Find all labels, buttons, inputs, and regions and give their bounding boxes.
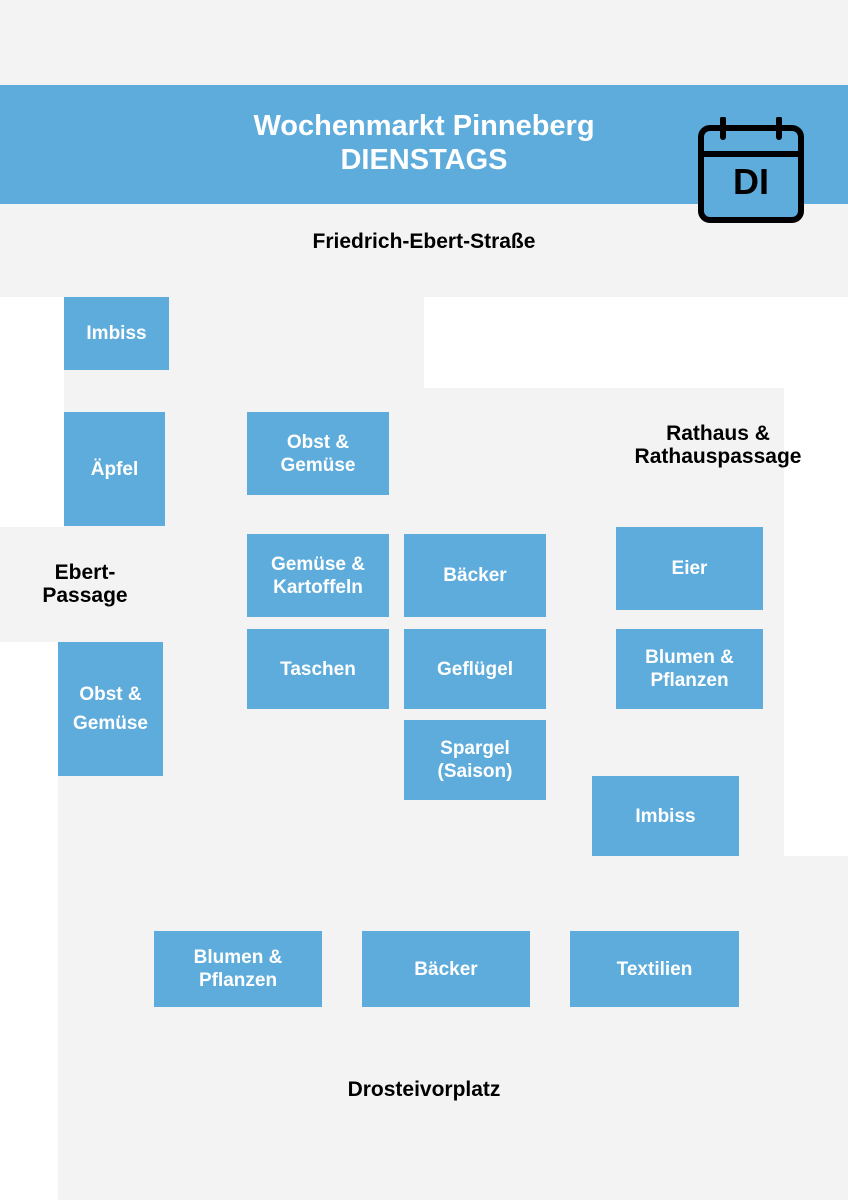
label-north: Friedrich-Ebert-Straße <box>312 230 536 253</box>
stall-imbiss-east: Imbiss <box>592 776 739 856</box>
stall-gemuese-kartoffeln: Gemüse & Kartoffeln <box>247 534 389 617</box>
stall-spargel: Spargel (Saison) <box>404 720 546 800</box>
page-title: Wochenmarkt Pinneberg <box>253 110 595 142</box>
stall-eier: Eier <box>616 527 763 610</box>
stall-gefluegel: Geflügel <box>404 629 546 709</box>
stall-textilien: Textilien <box>570 931 739 1007</box>
calendar-icon: DI <box>698 116 804 223</box>
building-left-upper <box>0 297 64 527</box>
stall-obst-gemuese-west: Obst & Gemüse <box>58 642 163 776</box>
stall-obst-gemuese-center: Obst & Gemüse <box>247 412 389 495</box>
building-left-lower <box>0 642 58 1200</box>
building-top-right <box>424 297 848 388</box>
label-east: Rathaus & Rathauspassage <box>634 422 802 468</box>
day-badge: DI <box>733 161 769 202</box>
building-right <box>784 388 848 856</box>
label-south: Drosteivorplatz <box>347 1078 501 1101</box>
stall-baecker-center: Bäcker <box>404 534 546 617</box>
stall-blumen-south: Blumen & Pflanzen <box>154 931 322 1007</box>
stall-baecker-south: Bäcker <box>362 931 530 1007</box>
label-west: Ebert- Passage <box>42 561 128 607</box>
stall-imbiss-north: Imbiss <box>64 297 169 370</box>
page-subtitle: DIENSTAGS <box>340 144 508 176</box>
stall-taschen: Taschen <box>247 629 389 709</box>
stall-blumen-east: Blumen & Pflanzen <box>616 629 763 709</box>
stall-aepfel: Äpfel <box>64 412 165 526</box>
